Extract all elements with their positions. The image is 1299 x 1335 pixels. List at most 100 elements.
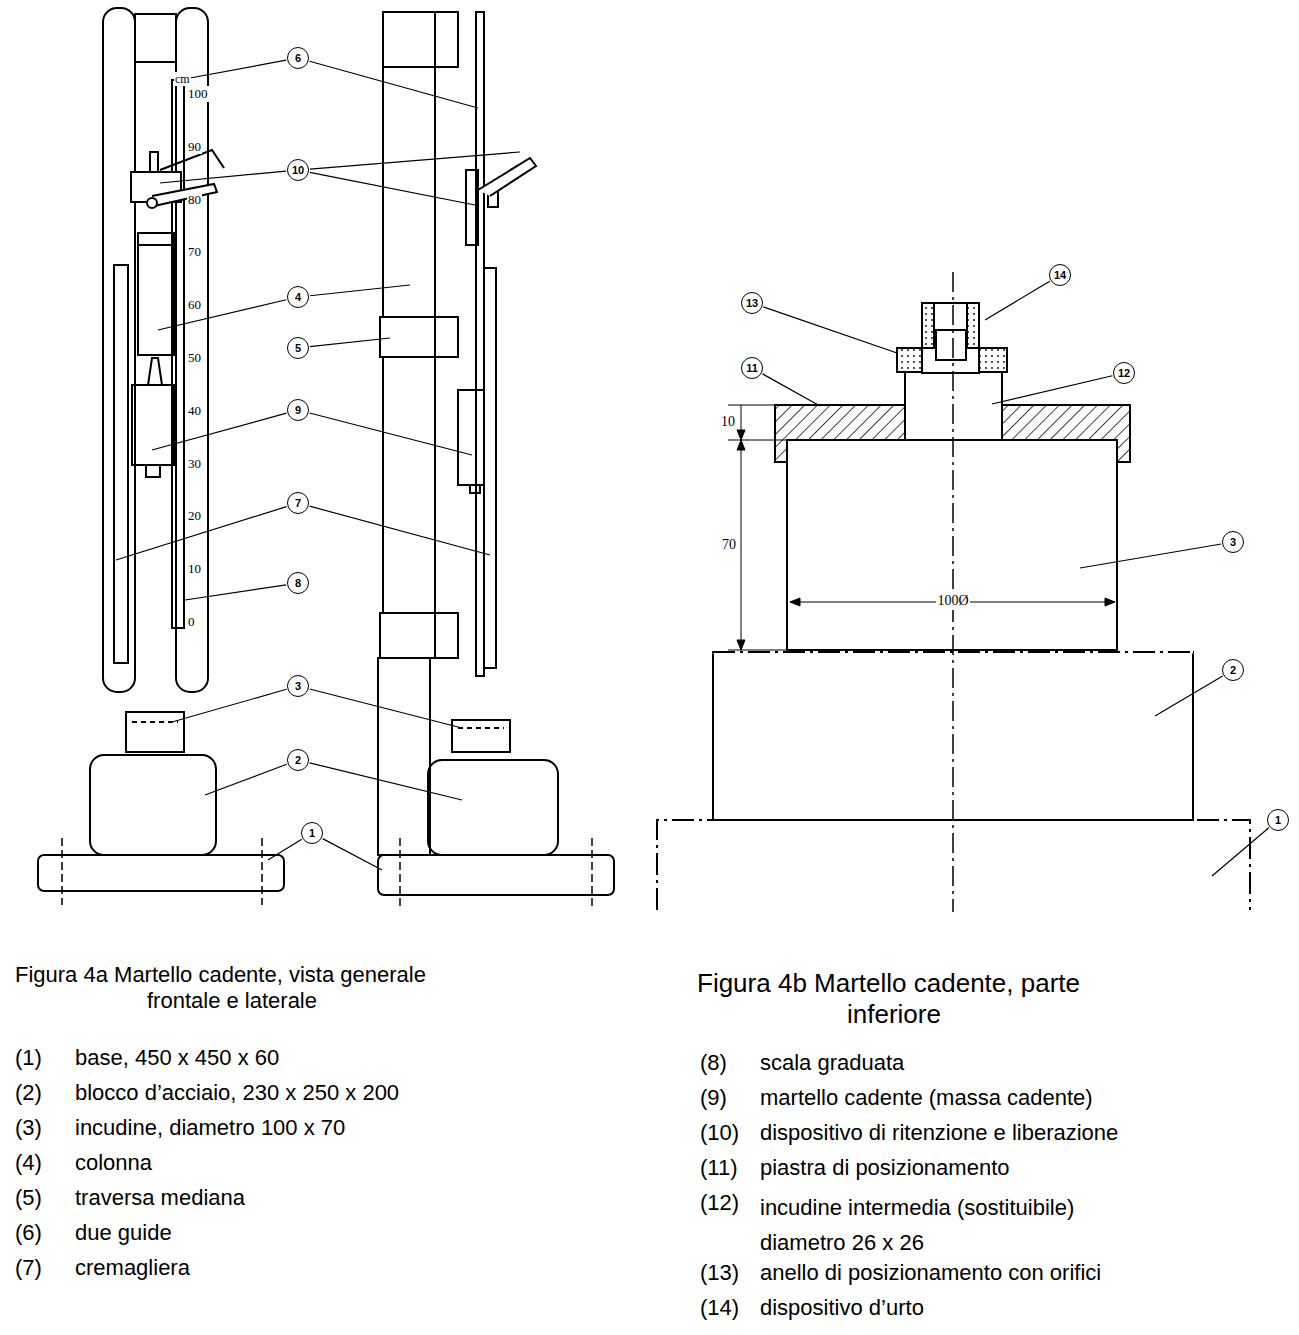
drawing-line bbox=[434, 317, 436, 357]
side-view bbox=[378, 12, 614, 910]
leader-line bbox=[1080, 544, 1221, 568]
leader-line bbox=[992, 376, 1112, 404]
drawing-rect bbox=[383, 12, 458, 67]
legend-number: (9) bbox=[700, 1085, 727, 1111]
drawing-rect bbox=[967, 303, 979, 348]
figure-caption: Figura 4b Martello cadente, parte inferi… bbox=[697, 968, 1147, 1030]
callout-number: 5 bbox=[295, 343, 301, 354]
leader-line bbox=[763, 307, 897, 353]
scale-number: 100 bbox=[187, 86, 209, 102]
legend-number: (5) bbox=[15, 1185, 42, 1211]
drawing-rect bbox=[922, 303, 934, 348]
scale-number: 20 bbox=[187, 508, 202, 524]
leader-lines bbox=[116, 60, 1269, 876]
scale-number: 40 bbox=[187, 403, 202, 419]
leader-line bbox=[310, 413, 472, 455]
callout-circle: 2 bbox=[287, 749, 309, 771]
drawing-rect bbox=[135, 14, 176, 62]
scale-number: 80 bbox=[187, 192, 202, 208]
lower-part-view bbox=[657, 272, 1250, 912]
leader-line bbox=[268, 839, 302, 860]
callout-number: 3 bbox=[295, 681, 301, 692]
drawing-rect bbox=[176, 8, 208, 692]
callout-circle: 4 bbox=[287, 286, 309, 308]
leader-line bbox=[185, 585, 286, 600]
callout-circle: 10 bbox=[287, 159, 309, 181]
drawing-path bbox=[148, 358, 162, 385]
drawing-rect bbox=[922, 303, 979, 373]
callout-number: 14 bbox=[1054, 270, 1066, 281]
drawing-line bbox=[458, 727, 504, 729]
legend-number: (2) bbox=[15, 1080, 42, 1106]
leader-line bbox=[310, 338, 390, 347]
callout-circle: 6 bbox=[287, 47, 309, 69]
callout-number: 4 bbox=[295, 292, 301, 303]
drawing-rect bbox=[103, 8, 135, 692]
legend-number: (14) bbox=[700, 1295, 739, 1321]
drawing-path bbox=[1002, 405, 1130, 462]
drawing-rect bbox=[146, 465, 160, 477]
drawing-rect bbox=[428, 760, 558, 855]
callout-circle: 5 bbox=[287, 337, 309, 359]
legend-number: (11) bbox=[700, 1155, 738, 1181]
leader-line bbox=[310, 689, 462, 728]
legend-number: (6) bbox=[15, 1220, 42, 1246]
drawing-rect bbox=[484, 268, 496, 668]
unit-label: cm bbox=[174, 72, 191, 86]
callout-number: 12 bbox=[1118, 368, 1130, 379]
drawing-line bbox=[434, 613, 436, 658]
drawing-rect bbox=[380, 317, 458, 357]
callout-number: 1 bbox=[309, 828, 315, 839]
drawing-rect bbox=[378, 855, 614, 895]
drawing-line bbox=[952, 272, 954, 912]
legend-number: (7) bbox=[15, 1255, 42, 1281]
callout-circle: 12 bbox=[1113, 362, 1135, 384]
drawing-rect bbox=[114, 265, 128, 663]
leader-line bbox=[160, 171, 286, 183]
drawing-rect bbox=[466, 170, 478, 245]
drawing-circle bbox=[147, 198, 157, 208]
callout-number: 7 bbox=[295, 498, 301, 509]
drawing-line bbox=[728, 405, 775, 406]
leader-line bbox=[158, 300, 286, 330]
callout-number: 2 bbox=[1230, 665, 1236, 676]
legend-number: (10) bbox=[700, 1120, 739, 1146]
drawing-rect bbox=[470, 485, 480, 493]
dimension-label: 10 bbox=[721, 414, 735, 431]
drawing-rect bbox=[126, 712, 184, 752]
leader-line bbox=[310, 172, 475, 205]
drawing-line bbox=[728, 440, 787, 441]
callout-number: 11 bbox=[746, 363, 758, 374]
drawing-line bbox=[132, 721, 178, 723]
leader-line bbox=[1155, 676, 1223, 716]
callout-circle: 14 bbox=[1049, 264, 1071, 286]
drawing-rect bbox=[150, 152, 158, 172]
legend-text: cremagliera bbox=[75, 1255, 190, 1281]
legend-text: dispositivo di ritenzione e liberazione bbox=[760, 1120, 1118, 1146]
callout-circle: 11 bbox=[741, 357, 763, 379]
legend-number: (4) bbox=[15, 1150, 42, 1176]
drawing-rect bbox=[452, 720, 510, 752]
leader-line bbox=[172, 689, 286, 722]
scale-number: 50 bbox=[187, 350, 202, 366]
callout-number: 13 bbox=[746, 298, 758, 309]
drawing-rect bbox=[458, 390, 484, 485]
legend-text: due guide bbox=[75, 1220, 172, 1246]
callout-circle: 3 bbox=[1222, 531, 1244, 553]
scale-number: 30 bbox=[187, 456, 202, 472]
legend-text: anello di posizionamento con orifici bbox=[760, 1260, 1101, 1286]
leader-line bbox=[190, 60, 286, 78]
legend-number: (12) bbox=[700, 1190, 739, 1216]
front-view bbox=[38, 8, 284, 905]
drawing-path bbox=[478, 158, 536, 196]
drawing-rect bbox=[132, 385, 174, 465]
legend-number: (8) bbox=[700, 1050, 727, 1076]
drawing-rect bbox=[378, 658, 430, 855]
callout-circle: 13 bbox=[741, 292, 763, 314]
drawing-rect bbox=[380, 613, 458, 658]
callout-number: 6 bbox=[295, 53, 301, 64]
drawing-rect bbox=[787, 440, 1117, 650]
scale-number: 70 bbox=[187, 244, 202, 260]
legend-text: colonna bbox=[75, 1150, 152, 1176]
drawing-line bbox=[728, 650, 787, 651]
